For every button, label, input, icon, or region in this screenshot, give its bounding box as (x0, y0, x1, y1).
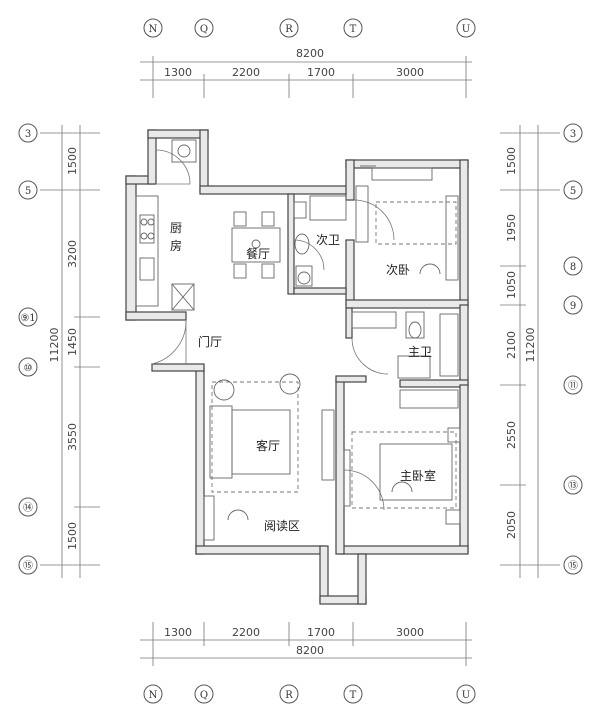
master-bedroom-furniture (343, 389, 461, 525)
label-second-bath: 次卫 (316, 233, 340, 247)
grid-right-13: ⑬ (568, 480, 578, 492)
grid-right-9: 9 (570, 301, 576, 312)
label-dining: 餐厅 (246, 246, 270, 261)
kitchen-fixtures (135, 139, 197, 311)
right-axis-bubbles: 3 5 8 9 ⑪ ⑬ ⑮ (563, 123, 583, 575)
label-foyer: 门厅 (198, 334, 222, 349)
left-dim-2: 3200 (66, 240, 79, 268)
top-dim-3: 1700 (307, 66, 335, 79)
walls (125, 129, 469, 605)
label-master-bedroom: 主卧室 (400, 468, 436, 483)
label-kitchen-a: 厨 (170, 221, 182, 235)
left-dimensions: 11200 1500 3200 1450 3550 1500 (40, 125, 100, 578)
top-axis-bubbles: N Q R T U (143, 18, 476, 38)
bottom-dim-1: 1300 (164, 626, 192, 639)
grid-left-15: ⑮ (23, 560, 33, 572)
right-dim-5: 2550 (505, 421, 518, 449)
doors (151, 149, 395, 511)
grid-bottom-u: U (462, 690, 470, 701)
grid-left-14: ⑭ (23, 502, 33, 514)
grid-right-11: ⑪ (568, 380, 578, 392)
bottom-dim-2: 2200 (232, 626, 260, 639)
right-dim-4: 2100 (505, 331, 518, 359)
right-dim-2: 1950 (505, 214, 518, 242)
grid-top-u: U (462, 24, 470, 35)
label-living: 客厅 (256, 438, 280, 453)
bottom-dim-3: 1700 (307, 626, 335, 639)
right-dim-3: 1050 (505, 271, 518, 299)
bottom-dim-4: 3000 (396, 626, 424, 639)
grid-left-3: 3 (25, 129, 31, 140)
right-dimensions: 1500 1950 1050 2100 2550 2050 11200 (500, 125, 560, 578)
left-axis-bubbles: 3 5 ⑨1 ⑩ ⑭ ⑮ (18, 123, 38, 575)
grid-right-15: ⑮ (568, 560, 578, 572)
living-furniture (203, 373, 335, 541)
bottom-total-dim: 8200 (296, 644, 324, 657)
grid-top-q: Q (200, 24, 208, 35)
label-second-bedroom: 次卧 (386, 263, 410, 277)
label-kitchen-b: 房 (170, 238, 182, 253)
grid-left-5: 5 (25, 186, 31, 197)
dining-set (231, 211, 281, 279)
grid-bottom-t: T (350, 690, 357, 701)
grid-left-10: ⑩ (24, 363, 33, 374)
room-labels: 厨 房 餐厅 次卫 次卧 门厅 主卫 客厅 主卧室 阅读区 (170, 221, 436, 533)
right-total-dim: 11200 (524, 328, 537, 363)
bedroom2-furniture (355, 165, 459, 281)
grid-bottom-n: N (149, 690, 158, 701)
left-dim-1: 1500 (66, 147, 79, 175)
bottom-axis-bubbles: N Q R T U (143, 684, 476, 704)
right-dim-6: 2050 (505, 511, 518, 539)
right-dim-1: 1500 (505, 147, 518, 175)
left-dim-5: 1500 (66, 522, 79, 550)
bath2-fixtures (293, 195, 347, 287)
grid-top-n: N (149, 24, 158, 35)
top-dim-2: 2200 (232, 66, 260, 79)
top-total-dim: 8200 (296, 47, 324, 60)
grid-right-5: 5 (570, 186, 576, 197)
grid-right-3: 3 (570, 129, 576, 140)
top-dimensions: 8200 1300 2200 1700 3000 (140, 47, 472, 98)
grid-left-91: ⑨1 (20, 313, 35, 324)
label-reading: 阅读区 (264, 519, 300, 533)
grid-right-8: 8 (570, 262, 576, 273)
grid-bottom-r: R (285, 690, 293, 701)
left-dim-4: 3550 (66, 423, 79, 451)
grid-top-r: R (285, 24, 293, 35)
top-dim-4: 3000 (396, 66, 424, 79)
left-dim-3: 1450 (66, 328, 79, 356)
bottom-dimensions: 1300 2200 1700 3000 8200 (140, 622, 472, 666)
top-dim-1: 1300 (164, 66, 192, 79)
grid-top-t: T (350, 24, 357, 35)
grid-bottom-q: Q (200, 690, 208, 701)
left-total-dim: 11200 (48, 328, 61, 363)
master-bath-fixtures (351, 311, 459, 379)
label-master-bath: 主卫 (408, 345, 432, 359)
